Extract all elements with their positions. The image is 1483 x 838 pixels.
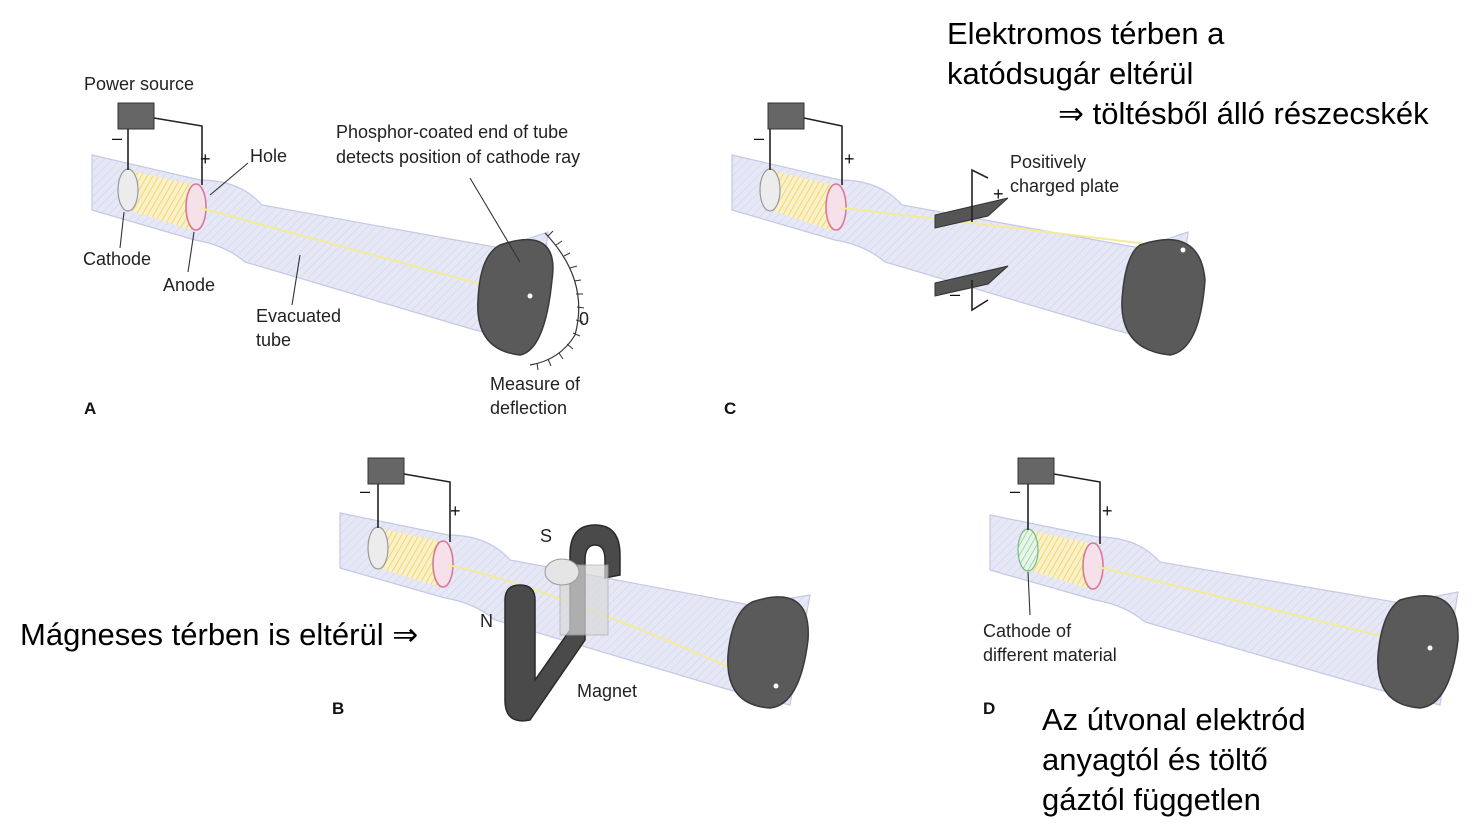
positive-wire <box>153 117 203 185</box>
cathode-ray-glow <box>128 170 198 232</box>
cathode-label: Cathode <box>83 249 151 269</box>
plus-sign: + <box>844 149 855 169</box>
positive-wire <box>1053 473 1101 544</box>
ray-impact-spot <box>1427 645 1433 651</box>
power-source-label: Power source <box>84 74 194 94</box>
panel-d-letter: D <box>983 699 995 718</box>
deflected-cathode-ray <box>839 207 1181 249</box>
anode-leader <box>187 231 195 273</box>
hole-leader <box>209 162 249 196</box>
power-source-box <box>117 102 155 130</box>
plus-sign: + <box>450 501 461 521</box>
panel-c: – + + – Positively charged plate C <box>724 102 1206 418</box>
path-note-line3: gáztól független <box>1042 782 1261 817</box>
plate-plus-sign: + <box>993 184 1004 204</box>
phosphor-screen <box>1377 595 1459 709</box>
power-source-box <box>1017 457 1055 485</box>
annotations: Elektromos térben a katódsugár eltérül ⇒… <box>20 16 1429 817</box>
anode-ring <box>432 540 454 588</box>
cathode-leader <box>119 211 125 249</box>
path-note-line2: anyagtól és töltő <box>1042 742 1268 777</box>
phosphor-screen <box>727 596 809 709</box>
cathode-ray-glow <box>770 170 836 232</box>
phosphor-leader <box>469 177 521 263</box>
magnetic-note: Mágneses térben is eltérül ⇒ <box>20 617 418 652</box>
ray-impact-spot <box>1180 247 1186 253</box>
panel-b-letter: B <box>332 699 344 718</box>
plate-label-line2: charged plate <box>1010 176 1119 196</box>
evacuated-label-line1: Evacuated <box>256 306 341 326</box>
plate-minus-sign: – <box>950 284 960 304</box>
evacuated-leader <box>291 254 301 306</box>
tube-hatching <box>990 515 1458 705</box>
minus-sign: – <box>360 481 370 501</box>
cathode-ray-glow <box>1028 530 1093 590</box>
anode-label: Anode <box>163 275 215 295</box>
evacuated-label-line2: tube <box>256 330 291 350</box>
minus-sign: – <box>754 128 764 148</box>
horseshoe-magnet <box>504 524 621 722</box>
green-cathode-disk <box>1017 528 1039 572</box>
scale-zero-label: 0 <box>579 309 589 329</box>
plate-label-line1: Positively <box>1010 152 1086 172</box>
cathode-material-label-line1: Cathode of <box>983 621 1072 641</box>
ray-impact-spot <box>527 293 533 299</box>
cathode-disk <box>759 168 781 212</box>
power-source-box <box>367 457 405 485</box>
panel-a: Power source – + Hole Phosphor-coated en… <box>83 74 589 418</box>
cathode-material-label-line2: different material <box>983 645 1117 665</box>
electric-note-line1: Elektromos térben a <box>947 16 1225 51</box>
positive-wire <box>403 473 451 542</box>
hole-label: Hole <box>250 146 287 166</box>
s-pole-label: S <box>540 526 552 546</box>
cathode-ray-beam <box>199 207 521 296</box>
n-pole-label: N <box>480 611 493 631</box>
cathode-ray-beam <box>1097 566 1431 649</box>
panel-d: – + Cathode of different material D <box>983 457 1459 718</box>
negative-plate-wire <box>971 280 989 312</box>
panel-c-letter: C <box>724 399 736 418</box>
positive-plate-wire <box>971 168 989 222</box>
magnet-label: Magnet <box>577 681 637 701</box>
cathode-disk <box>117 168 139 212</box>
cathode-leader <box>1027 571 1031 616</box>
anode-ring <box>1082 542 1104 590</box>
anode-ring <box>185 183 207 231</box>
electric-note-line3: ⇒ töltésből álló részecskék <box>1058 96 1429 131</box>
plus-sign: + <box>200 149 211 169</box>
electric-note-line2: katódsugár eltérül <box>947 56 1193 91</box>
measure-label-line1: Measure of <box>490 374 581 394</box>
phosphor-label-line1: Phosphor-coated end of tube <box>336 122 568 142</box>
minus-sign: – <box>112 128 122 148</box>
power-source-box <box>767 102 805 130</box>
positive-wire <box>803 117 843 185</box>
anode-ring <box>825 183 847 231</box>
path-note-line1: Az útvonal elektród <box>1042 702 1306 737</box>
panel-a-letter: A <box>84 399 96 418</box>
minus-sign: – <box>1010 481 1020 501</box>
plus-sign: + <box>1102 501 1113 521</box>
cathode-ray-glow <box>378 528 443 588</box>
panel-b: – + S N Magnet B <box>332 457 811 722</box>
deflection-scale <box>529 232 580 366</box>
measure-label-line2: deflection <box>490 398 567 418</box>
phosphor-label-line2: detects position of cathode ray <box>336 147 580 167</box>
cathode-disk <box>367 526 389 570</box>
ray-impact-spot <box>773 683 779 689</box>
scale-ticks <box>536 230 585 371</box>
phosphor-screen <box>1121 238 1206 356</box>
phosphor-screen <box>477 238 554 356</box>
s-pole-face <box>544 558 580 586</box>
